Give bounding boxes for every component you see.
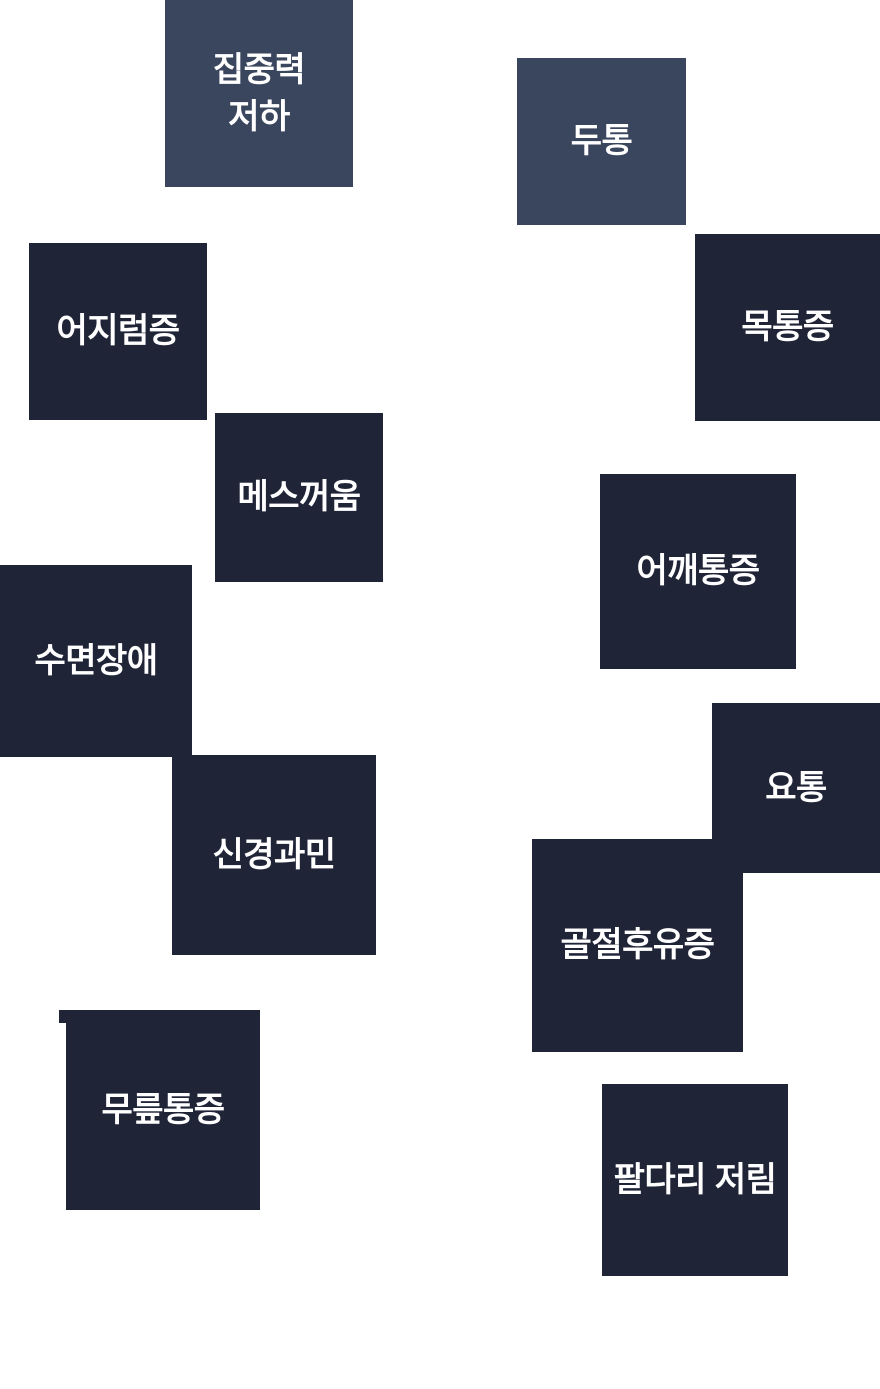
knee-tile-corner-notch: [59, 1010, 67, 1023]
symptom-label: 요통: [765, 768, 827, 807]
symptom-tile-sleep-disorder: 수면장애: [0, 565, 192, 757]
symptom-label: 두통: [570, 122, 633, 161]
symptom-label-line1: 집중력: [212, 50, 306, 89]
symptom-tile-limb-numbness: 팔다리 저림: [602, 1084, 788, 1276]
symptom-label-line2: 저하: [228, 97, 290, 136]
symptom-tile-dizziness: 어지럼증: [29, 243, 207, 420]
symptom-label: 어지럼증: [56, 312, 180, 351]
symptom-label: 목통증: [741, 308, 834, 347]
symptom-label: 어깨통증: [636, 552, 760, 591]
symptom-tile-neck-pain: 목통증: [695, 234, 880, 421]
symptom-label: 메스꺼움: [237, 478, 361, 517]
symptom-label: 신경과민: [212, 835, 336, 874]
symptom-tile-headache: 두통: [517, 58, 686, 225]
symptom-label: 집중력 저하: [212, 47, 306, 141]
symptom-label: 무릎통증: [101, 1090, 225, 1129]
symptom-tile-shoulder-pain: 어깨통증: [600, 474, 796, 669]
symptom-label: 골절후유증: [560, 926, 715, 965]
symptom-tile-nervousness: 신경과민: [172, 755, 376, 955]
symptom-label: 팔다리 저림: [613, 1160, 777, 1199]
symptom-tile-concentration-decline: 집중력 저하: [165, 0, 353, 187]
symptom-label: 수면장애: [34, 641, 158, 680]
symptom-tile-knee-pain: 무릎통증: [66, 1010, 260, 1210]
symptom-tile-fracture-aftereffects: 골절후유증: [532, 839, 743, 1052]
symptom-tile-nausea: 메스꺼움: [215, 413, 383, 582]
